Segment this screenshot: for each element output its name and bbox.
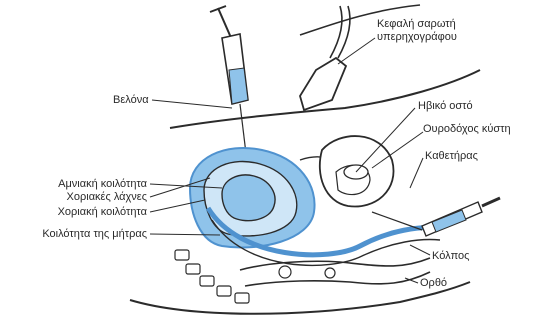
back-outline (130, 282, 470, 314)
label-vagina: Κόλπος (432, 250, 469, 263)
uterus (190, 148, 440, 265)
spine (175, 250, 249, 303)
label-probe-line1: Κεφαλή σαρωτή (377, 18, 456, 31)
catheter-syringe (372, 198, 500, 236)
label-bladder: Ουροδόχος κύστη (423, 123, 511, 136)
syringe-top (210, 6, 248, 170)
label-rectum: Ορθό (420, 277, 447, 290)
label-uterine-cavity: Κοιλότητα της μήτρας (42, 228, 147, 241)
label-probe-line2: υπερηχογράφου (377, 31, 457, 44)
rectum (240, 258, 430, 286)
label-chorionic-villi: Χοριακές λάχνες (67, 191, 147, 204)
ultrasound-probe (300, 6, 350, 110)
label-amniotic-cavity: Αμνιακή κοιλότητα (58, 178, 147, 191)
label-pubic-bone: Ηβικό οστό (418, 100, 473, 113)
label-catheter: Καθετήρας (425, 150, 478, 163)
label-needle: Βελόνα (113, 94, 149, 107)
label-chorionic-cavity: Χοριακή κοιλότητα (58, 206, 147, 219)
